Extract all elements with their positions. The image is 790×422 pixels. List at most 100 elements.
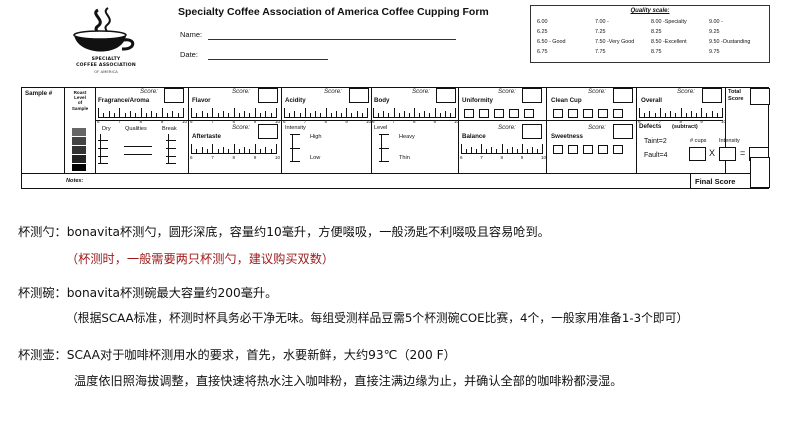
sweetness-label: Sweetness xyxy=(551,133,583,140)
scale-number: 8 xyxy=(232,155,236,160)
quality-scale-item: 7.75 xyxy=(595,49,606,55)
cup-checkbox[interactable] xyxy=(613,109,623,118)
aftertaste-label: Aftertaste xyxy=(192,133,221,140)
cup-checkbox[interactable] xyxy=(568,109,578,118)
quality-scale-item: 9.25 xyxy=(709,29,720,35)
cup-checkbox[interactable] xyxy=(553,145,563,154)
total-score-box[interactable] xyxy=(750,88,770,105)
score-label: Score: xyxy=(588,88,606,95)
qualities-label: Qualities xyxy=(125,126,147,132)
cup-checkbox[interactable] xyxy=(509,109,519,118)
acidity-label: Acidity xyxy=(285,97,306,104)
cup-checkbox[interactable] xyxy=(583,109,593,118)
body-score-box[interactable] xyxy=(436,88,456,103)
defect-intensity-box[interactable] xyxy=(719,147,736,161)
roast-level-swatches xyxy=(72,128,86,171)
balance-score-box[interactable] xyxy=(522,124,542,139)
overall-score-box[interactable] xyxy=(702,88,722,103)
score-label: Score: xyxy=(588,124,606,131)
cup-checkbox[interactable] xyxy=(613,145,623,154)
quality-scale-item: 8.50 -Excellent xyxy=(651,39,687,45)
cup-checkbox[interactable] xyxy=(464,109,474,118)
total-label: Total xyxy=(728,89,741,95)
paragraph-cupping-kettle-note: 温度依旧照海拔调整，直接快速将热水注入咖啡粉，直接注满边缘为止，并确认全部的咖啡… xyxy=(74,374,623,388)
scale-number: 9 xyxy=(520,155,524,160)
flavor-score-box[interactable] xyxy=(258,88,278,103)
balance-scale[interactable]: 6 7 8 9 10 xyxy=(460,142,546,160)
scale-number: 7 xyxy=(480,155,483,160)
fragrance-score-box[interactable] xyxy=(164,88,184,103)
scale-number: 10 xyxy=(366,119,372,124)
name-field[interactable] xyxy=(208,39,456,40)
scale-number: 8 xyxy=(139,119,143,124)
sweetness-score-box[interactable] xyxy=(613,124,633,139)
acidity-score-box[interactable] xyxy=(349,88,369,103)
scale-number: 6 xyxy=(460,155,463,160)
quality-scale-item: 6.75 xyxy=(537,49,548,55)
uniformity-score-box[interactable] xyxy=(522,88,542,103)
dry-vertical-scale[interactable] xyxy=(98,134,115,164)
clean-cup-score-box[interactable] xyxy=(613,88,633,103)
thin-label: Thin xyxy=(399,155,410,161)
uniformity-label: Uniformity xyxy=(462,97,493,104)
cup-checkbox[interactable] xyxy=(494,109,504,118)
paragraph-cupping-bowl-note: （根据SCAA标准，杯测时杯具务必干净无味。每组受测样品豆需5个杯测碗COE比赛… xyxy=(66,311,689,325)
paragraph-cupping-kettle: 杯测壶：SCAA对于咖啡杯测用水的要求，首先，水要新鲜，大约93℃（200 F） xyxy=(18,348,456,362)
paragraph-cupping-bowl: 杯测碗：bonavita杯测碗最大容量约200毫升。 xyxy=(18,286,278,300)
cup-checkbox[interactable] xyxy=(568,145,578,154)
scale-number: 9 xyxy=(253,155,257,160)
scale-number: 8 xyxy=(413,119,416,124)
quality-scale-item: 9.00 - xyxy=(709,19,723,25)
score-label: Score: xyxy=(324,88,342,95)
scale-number: 6 xyxy=(638,119,641,124)
cup-checkbox[interactable] xyxy=(553,109,563,118)
logo-text: OF AMERICA xyxy=(94,69,118,74)
high-label: High xyxy=(310,134,322,140)
break-vertical-scale[interactable] xyxy=(166,134,183,164)
low-label: Low xyxy=(310,155,321,161)
scale-number: 8 xyxy=(500,155,504,160)
name-label: Name: xyxy=(180,30,203,39)
cup-checkbox[interactable] xyxy=(583,145,593,154)
scale-number: 7 xyxy=(118,119,121,124)
scale-number: 8 xyxy=(679,119,683,124)
aftertaste-score-box[interactable] xyxy=(258,124,278,139)
cup-checkbox[interactable] xyxy=(598,109,608,118)
intensity-label: Intensity xyxy=(285,125,306,131)
score-label: Score: xyxy=(498,124,516,131)
cup-checkbox[interactable] xyxy=(598,145,608,154)
balance-label: Balance xyxy=(462,133,486,140)
scale-number: 10 xyxy=(541,155,547,160)
score-label: Score: xyxy=(498,88,516,95)
quality-scale-item: 6.25 xyxy=(537,29,548,35)
notes-row: Notes: Final Score xyxy=(22,157,770,188)
break-label: Break xyxy=(162,126,177,132)
final-score-box[interactable] xyxy=(750,157,770,188)
quality-scale-item: 7.00 - xyxy=(595,19,609,25)
scale-number: 7 xyxy=(211,155,214,160)
acidity-intensity-scale[interactable] xyxy=(290,134,307,162)
intensity-defect-label: Intensity xyxy=(719,138,740,144)
quality-scale-item: 7.50 -Very Good xyxy=(595,39,635,45)
defects-label: Defects xyxy=(639,123,662,130)
scale-number: 10 xyxy=(182,119,188,124)
cups-box[interactable] xyxy=(689,147,706,161)
cup-checkbox[interactable] xyxy=(524,109,534,118)
body-level-scale[interactable] xyxy=(379,134,396,162)
heavy-label: Heavy xyxy=(399,134,415,140)
scale-number: 8 xyxy=(324,119,328,124)
quality-scale-item: 7.25 xyxy=(595,29,606,35)
logo-text: COFFEE ASSOCIATION xyxy=(76,63,136,68)
scale-number: 10 xyxy=(454,119,460,124)
cup-checkbox[interactable] xyxy=(479,109,489,118)
date-field[interactable] xyxy=(208,59,328,60)
total-score-label: Score xyxy=(728,96,744,102)
